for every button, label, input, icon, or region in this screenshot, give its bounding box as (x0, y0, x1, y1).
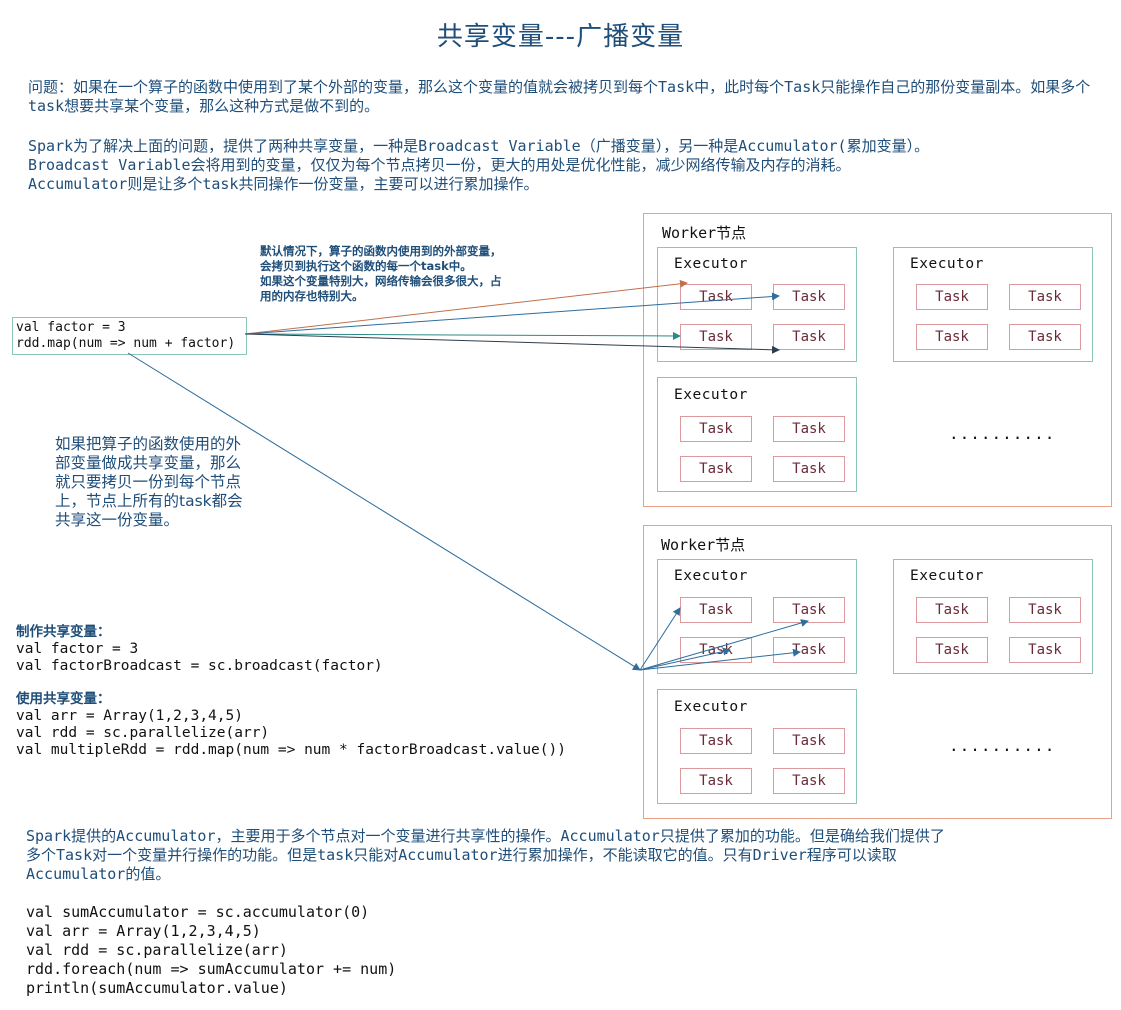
copy-arrow (244, 279, 688, 335)
note-line: 就只要拷贝一份到每个节点 (55, 473, 242, 491)
note-line: 会拷贝到执行这个函数的每一个task中。 (260, 259, 472, 273)
task-box: Task (1009, 597, 1081, 623)
problem-paragraph: 问题：如果在一个算子的函数中使用到了某个外部的变量，那么这个变量的值就会被拷贝到… (28, 78, 1091, 115)
fanout-arrow (639, 647, 731, 671)
fanout-arrow (639, 619, 809, 671)
task-box: Task (680, 768, 752, 794)
solution-line-1: Spark为了解决上面的问题，提供了两种共享变量，一种是Broadcast Va… (28, 137, 930, 155)
executor-label: Executor (910, 568, 984, 584)
note-line: 部变量做成共享变量，那么 (55, 454, 242, 472)
task-box: Task (773, 597, 845, 623)
executor-box: Executor Task Task Task Task (893, 559, 1093, 674)
note-line: 用的内存也特别大。 (260, 289, 364, 303)
task-box: Task (773, 728, 845, 754)
code-line: val multipleRdd = rdd.map(num => num * f… (16, 742, 566, 758)
accumulator-code: val sumAccumulator = sc.accumulator(0) v… (26, 903, 396, 998)
note-line: 共享这一份变量。 (55, 511, 180, 529)
closure-code-box: val factor = 3 rdd.map(num => num + fact… (12, 317, 247, 355)
task-box: Task (916, 637, 988, 663)
accumulator-description: Spark提供的Accumulator，主要用于多个节点对一个变量进行共享性的操… (26, 827, 945, 884)
task-box: Task (680, 597, 752, 623)
broadcast-arrow (127, 352, 641, 671)
make-shared-header: 制作共享变量： (16, 624, 111, 640)
task-box: Task (680, 728, 752, 754)
executor-label: Executor (910, 256, 984, 272)
code-line: val factorBroadcast = sc.broadcast(facto… (16, 658, 383, 674)
executor-box: Executor Task Task Task Task (657, 689, 857, 804)
use-shared-header: 使用共享变量： (16, 691, 111, 707)
desc-line: Spark提供的Accumulator，主要用于多个节点对一个变量进行共享性的操… (26, 827, 945, 845)
task-box: Task (680, 324, 752, 350)
more-executors-ellipsis: .......... (949, 736, 1056, 755)
code-line: val rdd = sc.parallelize(arr) (16, 725, 270, 741)
code-line: val arr = Array(1,2,3,4,5) (26, 922, 261, 940)
code-line: rdd.foreach(num => sumAccumulator += num… (26, 960, 397, 978)
code-line: val factor = 3 (16, 320, 126, 335)
task-box: Task (773, 416, 845, 442)
desc-line: Accumulator的值。 (26, 865, 171, 883)
copy-arrow (244, 333, 780, 354)
executor-box: Executor Task Task Task Task (657, 247, 857, 362)
copy-arrow (244, 292, 780, 335)
more-executors-ellipsis: .......... (949, 424, 1056, 443)
copy-arrow (244, 331, 681, 340)
worker-node-2: Worker节点 Executor Task Task Task Task Ex… (643, 525, 1112, 819)
task-box: Task (916, 284, 988, 310)
note-line: 如果这个变量特别大，网络传输会很多很大，占 (260, 274, 502, 288)
note-line: 上，节点上所有的task都会 (55, 492, 243, 510)
fanout-arrow (639, 648, 801, 671)
task-box: Task (773, 768, 845, 794)
worker-label: Worker节点 (662, 224, 747, 242)
task-box: Task (773, 324, 845, 350)
code-line: val sumAccumulator = sc.accumulator(0) (26, 903, 370, 921)
worker-node-1: Worker节点 Executor Task Task Task Task Ex… (643, 213, 1112, 507)
code-line: val rdd = sc.parallelize(arr) (26, 941, 288, 959)
task-box: Task (680, 416, 752, 442)
executor-label: Executor (674, 568, 748, 584)
task-box: Task (1009, 637, 1081, 663)
solution-line-2: Broadcast Variable会将用到的变量，仅仅为每个节点拷贝一份，更大… (28, 156, 851, 174)
task-box: Task (773, 456, 845, 482)
task-box: Task (680, 284, 752, 310)
executor-label: Executor (674, 256, 748, 272)
worker-label: Worker节点 (661, 536, 746, 554)
executor-label: Executor (674, 387, 748, 403)
task-box: Task (773, 284, 845, 310)
executor-box: Executor Task Task Task Task (657, 377, 857, 492)
desc-line: 多个Task对一个变量并行操作的功能。但是task只能对Accumulator进… (26, 846, 897, 864)
code-line: val arr = Array(1,2,3,4,5) (16, 708, 243, 724)
task-box: Task (916, 324, 988, 350)
make-shared-block: 制作共享变量： val factor = 3 val factorBroadca… (16, 624, 383, 675)
default-copy-note: 默认情况下，算子的函数内使用到的外部变量， 会拷贝到执行这个函数的每一个task… (260, 244, 502, 304)
broadcast-note: 如果把算子的函数使用的外 部变量做成共享变量，那么 就只要拷贝一份到每个节点 上… (55, 435, 243, 530)
solution-line-3: Accumulator则是让多个task共同操作一份变量，主要可以进行累加操作。 (28, 175, 539, 193)
task-box: Task (680, 456, 752, 482)
task-box: Task (1009, 284, 1081, 310)
note-line: 默认情况下，算子的函数内使用到的外部变量， (260, 244, 502, 258)
note-line: 如果把算子的函数使用的外 (55, 435, 242, 453)
task-box: Task (916, 597, 988, 623)
code-line: val factor = 3 (16, 641, 139, 657)
page-title: 共享变量---广播变量 (436, 22, 685, 52)
code-line: rdd.map(num => num + factor) (16, 336, 236, 351)
use-shared-block: 使用共享变量： val arr = Array(1,2,3,4,5) val r… (16, 691, 566, 759)
executor-label: Executor (674, 699, 748, 715)
executor-box: Executor Task Task Task Task (893, 247, 1093, 362)
task-box: Task (1009, 324, 1081, 350)
code-line: println(sumAccumulator.value) (26, 979, 288, 997)
fanout-arrow (639, 607, 681, 671)
